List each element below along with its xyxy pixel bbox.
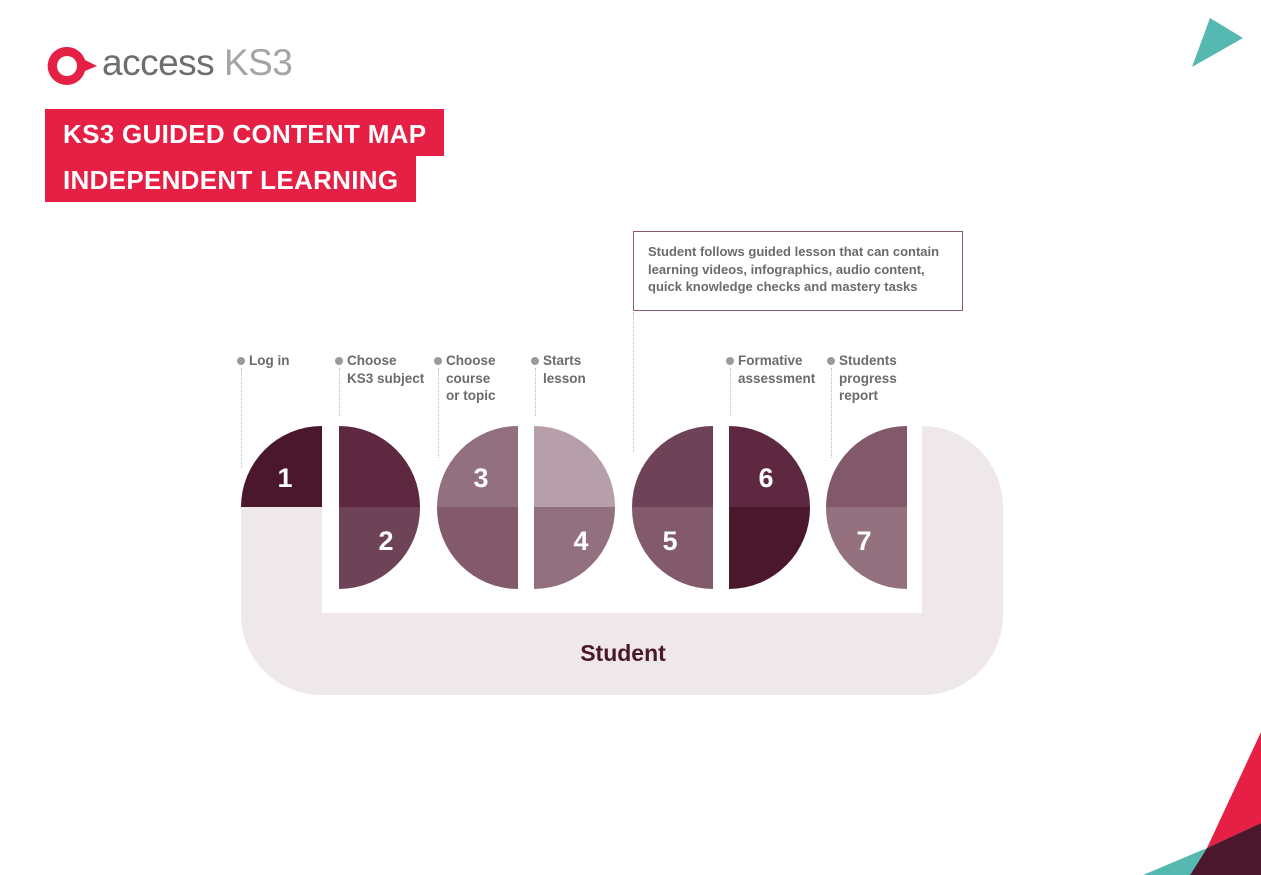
label-line: or topic: [446, 388, 496, 403]
label-line: Log in: [249, 353, 290, 368]
step-1-connector: [241, 368, 242, 468]
step-6-connector: [730, 368, 731, 416]
step-2-bullet-icon: [335, 357, 343, 365]
step-1-label: Log in: [249, 352, 290, 370]
step-6-bullet-icon: [726, 357, 734, 365]
dark-triangle-corner: [1190, 823, 1261, 875]
label-line: Formative: [738, 353, 803, 368]
step-4-top-segment: [534, 426, 615, 507]
step-2-bottom-segment: [339, 507, 421, 589]
title-line-2: INDEPENDENT LEARNING: [45, 155, 417, 202]
step-3-bullet-icon: [434, 357, 442, 365]
step-4-bottom-segment: [534, 507, 616, 589]
label-line: Students: [839, 353, 897, 368]
step-5-bottom-segment: [631, 507, 713, 589]
student-label: Student: [580, 640, 666, 666]
step-7-top-segment: [826, 426, 907, 507]
step-3-label: Choose course or topic: [446, 352, 496, 405]
step-7-connector: [831, 368, 832, 458]
step-6-bottom-segment: [729, 507, 811, 589]
step-2-connector: [339, 368, 340, 416]
label-line: assessment: [738, 370, 816, 386]
label-line: Starts: [543, 353, 582, 368]
step-7-bottom-segment: [825, 507, 907, 589]
label-line: report: [839, 388, 879, 403]
step-3-connector: [438, 368, 439, 458]
step-3-bottom-segment: [436, 507, 518, 589]
step-1-number: 1: [277, 463, 292, 493]
label-line: course: [446, 370, 491, 386]
label-line: lesson: [543, 370, 586, 386]
callout-connector: [633, 312, 634, 452]
title-line-1: KS3 GUIDED CONTENT MAP: [45, 109, 445, 156]
label-line: Choose: [347, 353, 397, 368]
lesson-callout: Student follows guided lesson that can c…: [633, 231, 963, 311]
step-4-bullet-icon: [531, 357, 539, 365]
red-triangle-corner: [1207, 732, 1261, 848]
step-5-number: 5: [662, 526, 677, 556]
step-6-number: 6: [758, 463, 773, 493]
label-line: Choose: [446, 353, 496, 368]
track-end-cap: [922, 426, 1003, 507]
teal-triangle-corner: [1143, 848, 1207, 875]
logo-text: access KS3: [102, 42, 293, 83]
logo-icon: [47, 46, 97, 85]
step-2-number: 2: [378, 526, 393, 556]
step-7-bullet-icon: [827, 357, 835, 365]
step-7-label: Students progress report: [839, 352, 897, 405]
step-6-label: Formative assessment: [738, 352, 815, 387]
teal-triangle-top: [1192, 18, 1243, 67]
label-line: progress: [839, 370, 897, 386]
step-4-connector: [535, 368, 536, 416]
step-4-number: 4: [573, 526, 588, 556]
step-1-bullet-icon: [237, 357, 245, 365]
step-6-top-segment: [729, 426, 810, 507]
label-line: KS3 subject: [347, 370, 425, 386]
step-1-top-segment: [241, 426, 322, 507]
step-4-label: Starts lesson: [543, 352, 586, 387]
step-3-number: 3: [473, 463, 488, 493]
step-2-top-segment: [339, 426, 420, 507]
step-3-top-segment: [437, 426, 518, 507]
step-7-number: 7: [856, 526, 871, 556]
step-5-top-segment: [632, 426, 713, 507]
